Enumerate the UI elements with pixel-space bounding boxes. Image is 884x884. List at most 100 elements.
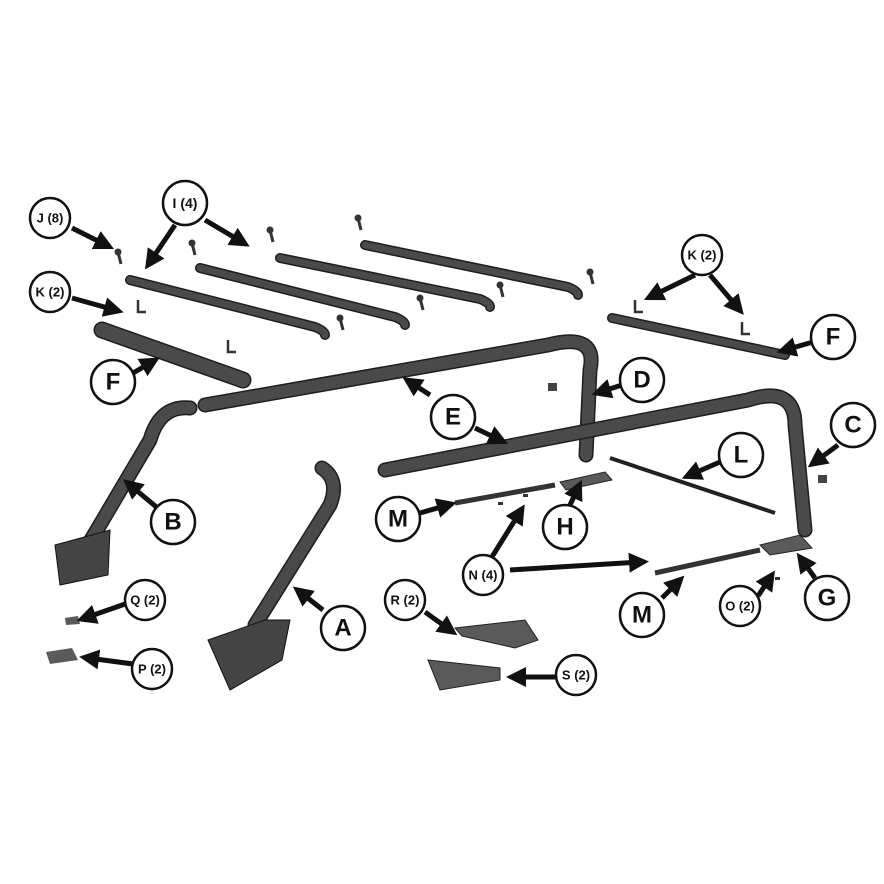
j-bolt-head-5 — [336, 314, 344, 322]
callout-label: D — [633, 367, 650, 394]
callout-label: G — [818, 585, 837, 612]
p-plate — [46, 648, 78, 664]
callout-circle — [554, 653, 598, 697]
callout-k1: K (2) — [28, 270, 72, 314]
j-bolt-head-1 — [114, 248, 122, 256]
g-plate — [759, 534, 813, 556]
j-bolt-head-7 — [496, 281, 504, 289]
callout-circle — [618, 591, 666, 639]
callout-label: O (2) — [725, 599, 755, 614]
callout-arrow-2 — [144, 223, 178, 270]
c-cap — [818, 475, 827, 483]
callout-circle — [28, 196, 72, 240]
callout-label: K (2) — [688, 248, 717, 263]
a-foot-bracket — [207, 619, 291, 691]
callout-circle — [809, 313, 857, 361]
callout-m2: M — [618, 591, 666, 639]
rear-side-rail-tube — [199, 335, 598, 461]
callout-n: N (4) — [461, 553, 505, 597]
callout-r: R (2) — [383, 578, 427, 622]
callout-arrow-23 — [79, 649, 134, 670]
callout-circle — [718, 584, 762, 628]
callout-label: F — [106, 369, 121, 396]
callout-label: P (2) — [138, 662, 166, 677]
callout-label: A — [334, 615, 351, 642]
crossbar-tube-2 — [196, 264, 409, 329]
callout-circle — [130, 647, 174, 691]
callout-arrow-16 — [796, 552, 818, 580]
callout-s: S (2) — [554, 653, 598, 697]
q-plate — [65, 616, 80, 625]
callout-circle — [717, 431, 765, 479]
m-plate-left — [454, 482, 556, 506]
callout-k2: K (2) — [680, 233, 724, 277]
callout-p: P (2) — [130, 647, 174, 691]
callout-circle — [429, 393, 477, 441]
callout-label: I (4) — [173, 195, 198, 211]
n-spacer-1 — [498, 502, 503, 505]
callout-arrow-1 — [70, 225, 115, 250]
callout-arrow-8 — [473, 425, 509, 445]
h-plate — [559, 471, 613, 491]
callout-c: C — [829, 401, 877, 449]
j-bolt-head-3 — [266, 226, 274, 234]
m-plate-right — [654, 547, 761, 576]
callout-arrow-15 — [487, 504, 525, 562]
callout-label: K (2) — [36, 285, 65, 300]
callout-arrow-14 — [509, 552, 649, 573]
callout-label: J (8) — [37, 211, 64, 226]
crossbar-tube-3 — [276, 254, 494, 311]
callout-circle — [149, 498, 197, 546]
callout-arrow-24 — [643, 272, 697, 301]
callout-circle — [123, 578, 167, 622]
callout-circle — [829, 401, 877, 449]
upright-b-tube — [82, 401, 196, 551]
j-bolt-head-8 — [586, 268, 594, 276]
callout-a: A — [319, 604, 367, 652]
callout-arrow-22 — [76, 600, 129, 624]
callout-label: N (4) — [469, 568, 498, 583]
callout-arrow-26 — [776, 337, 814, 357]
crossbar-tube-4 — [361, 241, 582, 299]
callout-label: E — [445, 404, 461, 431]
callout-circle — [161, 179, 209, 227]
callout-arrow-18 — [660, 575, 685, 600]
callout-d: D — [618, 356, 666, 404]
callout-i: I (4) — [161, 179, 209, 227]
callout-circle — [618, 356, 666, 404]
callout-j: J (8) — [28, 196, 72, 240]
callout-label: R (2) — [391, 593, 420, 608]
callout-f1: F — [89, 358, 137, 406]
callout-label: B — [164, 509, 181, 536]
callout-label: L — [734, 442, 749, 469]
n-spacer-2 — [523, 494, 528, 497]
callout-circle — [383, 578, 427, 622]
f-bracket-right — [608, 314, 789, 359]
callout-circle — [680, 233, 724, 277]
callout-arrow-5 — [131, 357, 160, 377]
callout-arrow-19 — [292, 586, 325, 612]
callout-arrow-9 — [591, 379, 623, 399]
callout-circle — [461, 553, 505, 597]
r-bracket — [453, 619, 539, 649]
callout-circle — [803, 574, 851, 622]
callout-label: C — [844, 412, 861, 439]
callout-arrow-3 — [203, 217, 250, 247]
s-bracket — [427, 659, 501, 691]
n-spacer-5 — [775, 577, 780, 580]
callout-arrow-11 — [681, 459, 721, 480]
j-bolt-head-2 — [188, 239, 196, 247]
n-spacer-4 — [720, 556, 725, 559]
callout-label: S (2) — [562, 668, 590, 683]
callout-circle — [89, 358, 137, 406]
callout-label: Q (2) — [130, 593, 160, 608]
crossbar-tube-1 — [126, 276, 329, 339]
callout-label: M — [388, 506, 408, 533]
callout-label: F — [826, 324, 841, 351]
d-cap — [548, 383, 557, 391]
j-bolt-head-6 — [416, 294, 424, 302]
callout-o: O (2) — [718, 584, 762, 628]
k-clip-1 — [136, 300, 146, 314]
callout-arrow-17 — [755, 570, 775, 598]
